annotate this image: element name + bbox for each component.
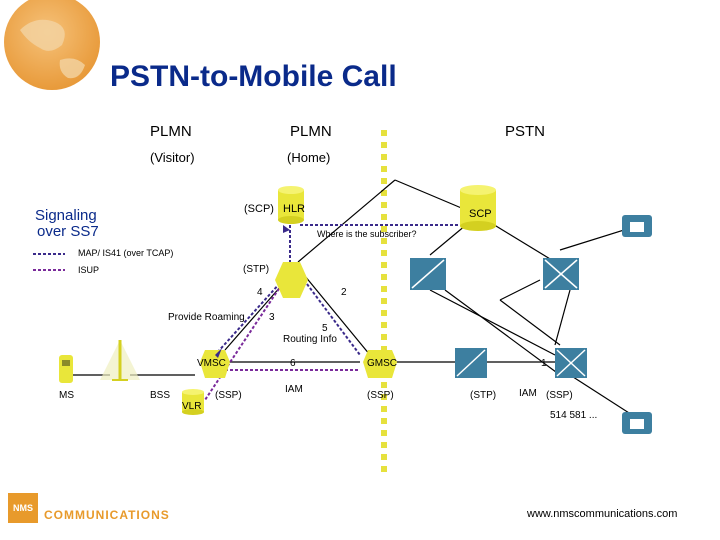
globe-logo — [4, 0, 100, 90]
trunk-stp-gmsc — [299, 269, 371, 356]
stp-tag-label: (STP) — [243, 264, 270, 275]
voice-trunks — [70, 179, 641, 421]
trunk-stp-scp — [297, 179, 396, 263]
trunk-x1 — [499, 299, 561, 346]
sig-stp-gmsc — [297, 271, 361, 356]
legend-heading-line1: Signaling — [35, 207, 97, 224]
legend-item-map: MAP/ IS41 (over TCAP) — [78, 248, 174, 258]
pstn-switch-ssp-left — [455, 348, 487, 378]
stp-home-node — [275, 262, 308, 298]
where-annotation: Where is the subscriber? — [317, 229, 417, 239]
ssp-gmsc-label: (SSP) — [367, 390, 394, 401]
hlr-label: HLR — [283, 203, 306, 215]
legend-heading-line2: over SS7 — [37, 223, 99, 240]
hlr-cylinder — [278, 186, 304, 224]
bss-tower-icon — [100, 340, 140, 381]
network-header-pstn: PSTN — [505, 123, 546, 140]
routing-info-annotation: Routing Info — [283, 334, 337, 345]
network-header-visitor: PLMN — [150, 123, 192, 140]
network-sub-visitor: (Visitor) — [150, 150, 195, 165]
network-sub-home: (Home) — [287, 150, 331, 165]
step-2: 2 — [341, 287, 347, 298]
step-5: 5 — [322, 323, 328, 334]
gmsc-label: GMSC — [367, 358, 397, 369]
legend-heading: Signaling over SS7 — [35, 208, 99, 240]
legend-item-isup: ISUP — [78, 265, 100, 275]
trunk-stp2-left — [499, 279, 541, 301]
vlr-label: VLR — [182, 401, 202, 412]
gmsc-node — [363, 350, 397, 378]
mobile-phone-icon — [59, 355, 73, 383]
step-4: 4 — [257, 287, 263, 298]
pstn-switch-ssp-right — [555, 348, 587, 378]
step-6: 6 — [290, 358, 296, 369]
signaling-lines — [204, 224, 460, 401]
vmsc-node — [200, 350, 230, 378]
scp-label: SCP — [469, 208, 492, 220]
stp-pstn-label: (STP) — [470, 390, 497, 401]
nms-logo-mark: NMS — [8, 493, 38, 523]
step-3: 3 — [269, 312, 275, 323]
ms-label: MS — [59, 390, 74, 401]
trunk-stp1-ssp2 — [444, 289, 561, 376]
pstn-switch-stp-left — [410, 258, 446, 290]
iam-mid-label: IAM — [285, 384, 303, 395]
step-1: 1 — [541, 358, 547, 369]
vlr-cylinder — [182, 389, 204, 415]
ssp-visitor-label: (SSP) — [215, 390, 242, 401]
trunk-stp2-ssp — [554, 289, 571, 346]
logo-text: COMMUNICATIONS — [44, 508, 170, 522]
phone-icon-bottom — [622, 412, 652, 434]
iam-right-label: IAM — [519, 388, 537, 399]
sig-stp-vlr — [204, 271, 291, 401]
trunk-stp1-ssp — [429, 289, 556, 356]
scp-cylinder — [460, 185, 496, 231]
vmsc-label: VMSC — [197, 358, 226, 369]
provide-roaming-annotation: Provide Roaming — [168, 312, 245, 323]
network-header-home: PLMN — [290, 123, 332, 140]
phone-icon-top — [622, 215, 652, 237]
page-title: PSTN-to-Mobile Call — [110, 60, 397, 93]
scp-tag-label: (SCP) — [244, 203, 274, 215]
pstn-switch-stp-right — [543, 258, 579, 290]
legend-swatches — [33, 253, 65, 271]
footer-url[interactable]: www.nmscommunications.com — [527, 508, 678, 520]
sig-stp-vmsc — [214, 271, 291, 356]
dialed-number-label: 514 581 ... — [550, 410, 598, 421]
ssp-pstn-label: (SSP) — [546, 390, 573, 401]
bss-label: BSS — [150, 390, 171, 401]
